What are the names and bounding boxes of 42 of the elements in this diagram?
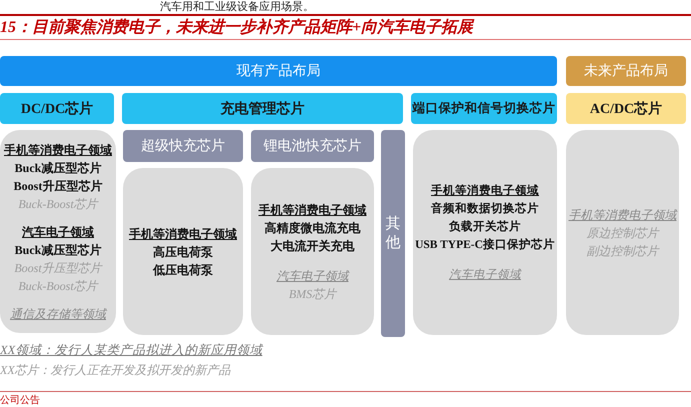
category-bar: 其他 bbox=[381, 130, 405, 337]
product-item: 音频和数据切换芯片 bbox=[431, 201, 539, 216]
product-item: Buck-Boost芯片 bbox=[18, 278, 98, 294]
product-item: Buck减压型芯片 bbox=[14, 160, 102, 176]
body-text: 汽车用和工业级设备应用场景。 bbox=[160, 1, 314, 13]
domain-heading: 手机等消费电子领域 bbox=[568, 206, 676, 224]
category-header: AC/DC芯片 bbox=[566, 93, 686, 124]
product-item: 高压电荷泵 bbox=[153, 244, 213, 260]
product-card bbox=[413, 130, 557, 335]
layout-band: 现有产品布局 bbox=[0, 56, 557, 86]
product-item: Boost升压型芯片 bbox=[14, 178, 102, 194]
domain-heading: 手机等消费电子领域 bbox=[4, 142, 112, 158]
subcategory-header: 锂电池快充芯片 bbox=[251, 130, 374, 162]
product-item: Buck减压型芯片 bbox=[14, 242, 102, 258]
product-card bbox=[0, 130, 116, 333]
figure-title: 15：目前聚焦消费电子，未来进一步补齐产品矩阵+向汽车电子拓展 bbox=[0, 18, 474, 37]
product-item: USB TYPE-C接口保护芯片 bbox=[415, 237, 555, 252]
domain-heading: 汽车电子领域 bbox=[449, 268, 521, 282]
product-card bbox=[566, 130, 679, 335]
subcategory-header: 超级快充芯片 bbox=[123, 130, 243, 162]
domain-heading: 手机等消费电子领域 bbox=[258, 202, 366, 218]
category-header: 端口保护和信号切换芯片 bbox=[411, 93, 557, 124]
layout-band: 未来产品布局 bbox=[566, 56, 686, 86]
domain-heading: 汽车电子领域 bbox=[276, 268, 348, 284]
category-header: DC/DC芯片 bbox=[0, 93, 114, 124]
product-item: 高精度微电流充电 bbox=[264, 220, 360, 236]
product-item: 原边控制芯片 bbox=[586, 224, 658, 242]
product-item: 副边控制芯片 bbox=[586, 242, 658, 260]
product-item: Buck-Boost芯片 bbox=[18, 196, 98, 212]
source-note: 公司公告 bbox=[0, 395, 40, 407]
product-card bbox=[251, 168, 374, 335]
domain-heading: 汽车电子领域 bbox=[22, 224, 94, 240]
product-card bbox=[123, 168, 243, 335]
product-item: BMS芯片 bbox=[288, 286, 336, 302]
product-item: 大电流开关充电 bbox=[270, 238, 354, 254]
domain-heading: 通信及存储等领域 bbox=[10, 306, 106, 322]
category-header: 充电管理芯片 bbox=[122, 93, 403, 124]
domain-heading: 手机等消费电子领域 bbox=[431, 183, 539, 198]
product-item: 负载开关芯片 bbox=[449, 219, 521, 234]
product-item: Boost升压型芯片 bbox=[14, 260, 102, 276]
product-item: 低压电荷泵 bbox=[153, 262, 213, 278]
domain-heading: 手机等消费电子领域 bbox=[129, 226, 237, 242]
